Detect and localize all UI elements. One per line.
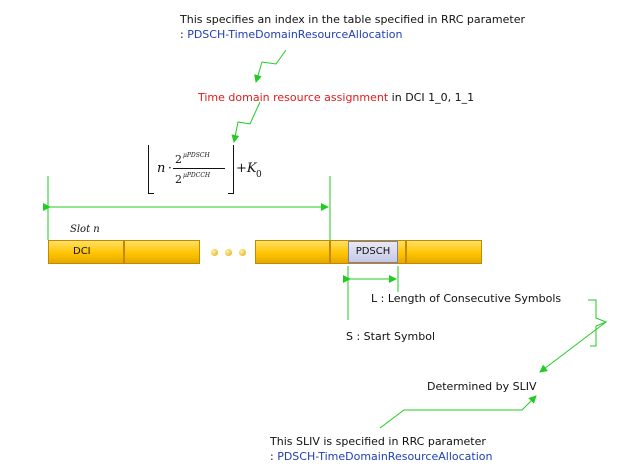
length-label: L : Length of Consecutive Symbols — [371, 292, 562, 305]
symbol-block — [255, 240, 330, 264]
sliv-label: Determined by SLIV — [427, 380, 537, 393]
bottom-note-prefix: : — [270, 450, 278, 463]
sliv-brace — [588, 299, 608, 347]
bottom-note-param: PDSCH-TimeDomainResourceAllocation — [277, 450, 493, 463]
formula-plus-k: +K — [236, 161, 257, 176]
top-note-prefix: : — [180, 28, 188, 41]
formula-den-exp: μPDCCH — [183, 172, 211, 179]
symbol-block — [406, 240, 482, 264]
fraction-bar — [173, 168, 225, 169]
tdra-highlight: Time domain resource assignment — [198, 91, 389, 104]
sliv-arrow — [539, 321, 607, 373]
floor-right — [228, 145, 234, 194]
offset-formula: n · 2 μPDSCH 2 μPDCCH +K 0 — [148, 145, 268, 195]
top-note-line1: This specifies an index in the table spe… — [180, 13, 525, 26]
callout-bottom-connector — [379, 395, 537, 429]
slot-label: Slot n — [70, 224, 100, 235]
formula-den-base: 2 — [175, 173, 182, 186]
top-note-line2: : PDSCH-TimeDomainResourceAllocation — [180, 28, 402, 41]
ellipsis-dot — [211, 249, 218, 256]
formula-n: n — [157, 161, 166, 176]
callout-top-connector — [254, 49, 287, 83]
formula-num-base: 2 — [175, 153, 182, 166]
bottom-note-line1: This SLIV is specified in RRC parameter — [270, 435, 486, 448]
pdsch-block: PDSCH — [348, 241, 398, 263]
start-label: S : Start Symbol — [346, 330, 436, 343]
formula-dot: · — [168, 161, 172, 175]
top-note-param: PDSCH-TimeDomainResourceAllocation — [187, 28, 403, 41]
ellipsis-dot — [239, 249, 246, 256]
symbol-block-dci: DCI — [48, 240, 124, 264]
symbol-block — [124, 240, 200, 264]
tdra-rest: in DCI 1_0, 1_1 — [388, 91, 475, 104]
ellipsis-dot — [225, 249, 232, 256]
tdra-label: Time domain resource assignment in DCI 1… — [198, 91, 474, 104]
callout-tdra-connector — [231, 101, 261, 143]
formula-k-sub: 0 — [256, 170, 262, 180]
floor-left — [148, 145, 154, 194]
formula-num-exp: μPDSCH — [183, 152, 210, 159]
dci-label: DCI — [73, 246, 91, 257]
bottom-note-line2: : PDSCH-TimeDomainResourceAllocation — [270, 450, 492, 463]
